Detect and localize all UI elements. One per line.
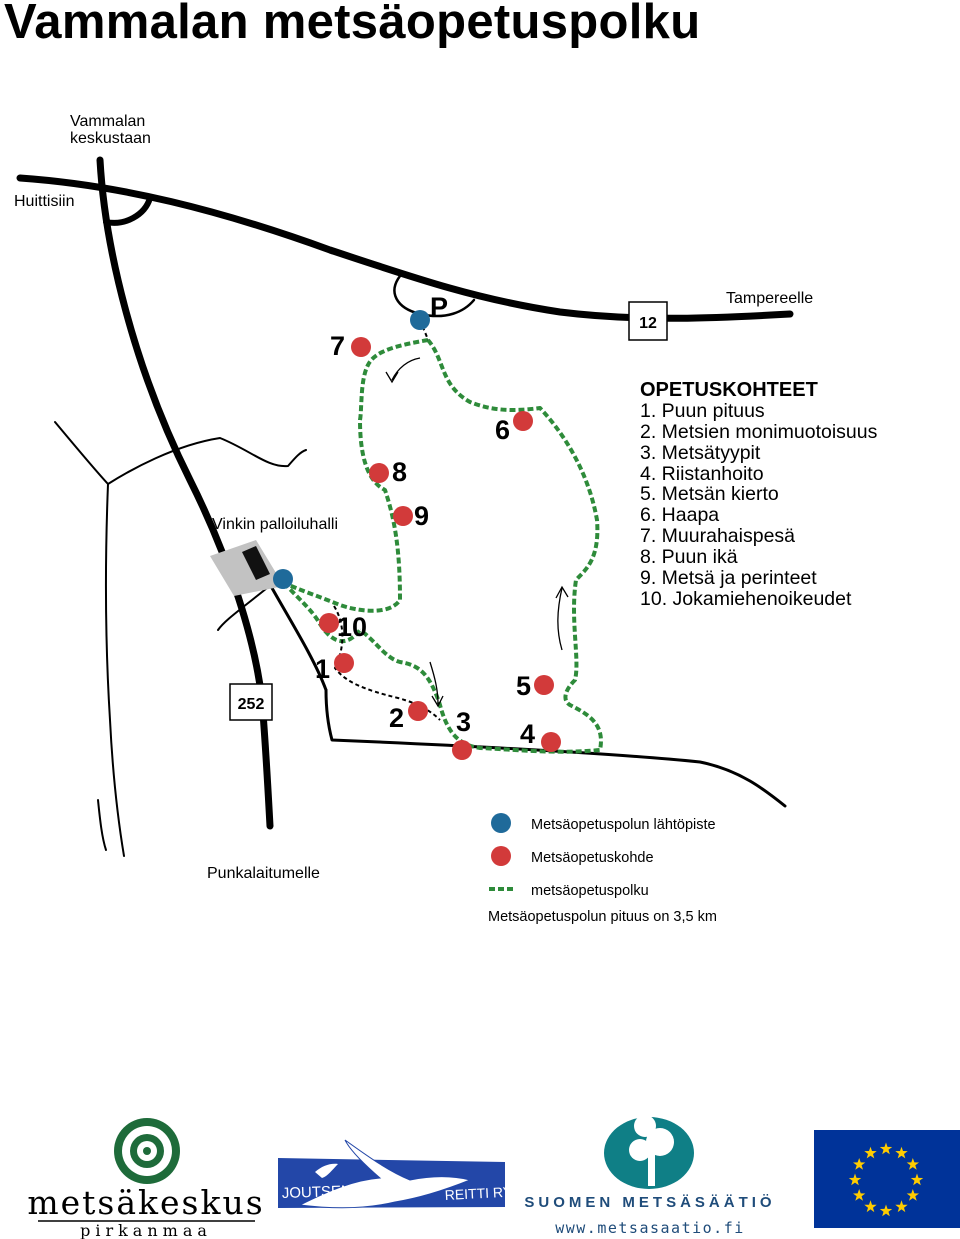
local-road-diagonal [270, 586, 328, 692]
eu-star-icon [895, 1200, 908, 1213]
eu-star-icon [906, 1158, 919, 1170]
arrow-icon [385, 371, 399, 384]
legend-item: 6. Haapa [640, 504, 719, 526]
eu-star-icon [853, 1158, 866, 1170]
svg-text:12: 12 [639, 315, 657, 332]
stop-5-marker[interactable] [534, 675, 554, 695]
metsakeskus-name: metsäkeskus [27, 1183, 264, 1222]
legend-item: 5. Metsän kierto [640, 483, 779, 505]
stop-9-number: 9 [414, 501, 429, 531]
eu-flag-icon [814, 1130, 960, 1228]
main-road-252 [96, 156, 274, 830]
small-road-mid [217, 583, 273, 631]
eu-star-icon [879, 1204, 893, 1217]
stop-4-marker[interactable] [541, 732, 561, 752]
road-sign-252: 252 [229, 683, 273, 721]
trail-west-loop [283, 338, 429, 613]
eu-star-icon [848, 1173, 862, 1186]
legend-item: 2. Metsien monimuotoisuus [640, 421, 878, 443]
stop-numbers: 1 2 3 4 5 6 7 8 9 10 [315, 331, 535, 749]
arrow-icon [557, 587, 563, 651]
metsakeskus-sub: pirkanmaa [80, 1221, 212, 1239]
key-length-note: Metsäopetuspolun pituus on 3,5 km [488, 909, 717, 925]
stop-2-marker[interactable] [408, 701, 428, 721]
stop-7-number: 7 [330, 331, 345, 361]
legend-item: 9. Metsä ja perinteet [640, 567, 817, 589]
label-vammalan-line1: Vammalan [70, 113, 145, 130]
eu-star-icon [864, 1200, 877, 1213]
key-start-icon [491, 813, 511, 833]
legend-item: 1. Puun pituus [640, 400, 765, 422]
stop-legend: OPETUSKOHTEET 1. Puun pituus 2. Metsien … [640, 379, 878, 610]
sports-hall [210, 540, 284, 596]
metsasaatio-name: SUOMEN METSÄSÄÄTIÖ [524, 1194, 775, 1211]
stop-1-marker[interactable] [334, 653, 354, 673]
legend-item: 3. Metsätyypit [640, 442, 761, 464]
legend-item: 7. Muurahaispesä [640, 525, 795, 547]
start-point-parking[interactable] [410, 310, 430, 330]
metsakeskus-logo: metsäkeskus pirkanmaa [27, 1118, 264, 1239]
arrow-icon [555, 585, 569, 599]
small-road-south [97, 799, 107, 851]
stop-2-number: 2 [389, 703, 404, 733]
arrow-icon [431, 695, 444, 708]
map-key: Metsäopetuspolun lähtöpiste Metsäopetusk… [488, 813, 717, 925]
trail [282, 338, 603, 754]
label-vammalan-line2: keskustaan [70, 130, 151, 147]
stop-10-number: 10 [337, 612, 367, 642]
arrow-icon [391, 357, 421, 381]
stops [319, 337, 561, 760]
page-title: Vammalan metsäopetuspolku [4, 0, 701, 49]
eu-star-icon [879, 1142, 893, 1155]
label-huittisiin: Huittisiin [14, 193, 74, 210]
legend-title: OPETUSKOHTEET [640, 379, 818, 401]
junction-ramp [103, 195, 153, 226]
stop-7-marker[interactable] [351, 337, 371, 357]
start-point-hall[interactable] [273, 569, 293, 589]
label-tampereelle: Tampereelle [726, 290, 813, 307]
joutsenten-right: REITTI RY [444, 1183, 513, 1203]
key-stop-icon [491, 846, 511, 866]
key-trail-label: metsäopetuspolku [531, 883, 649, 899]
stop-9-marker[interactable] [393, 506, 413, 526]
legend-item: 10. Jokamiehenoikeudet [640, 588, 852, 610]
start-points [273, 310, 430, 589]
joutsenten-logo: JOUTSENTEN REITTI RY [278, 1139, 513, 1209]
stop-3-number: 3 [456, 707, 471, 737]
eu-star-icon [910, 1173, 924, 1186]
trail-east-loop [358, 338, 603, 754]
swan-icon [315, 1163, 338, 1178]
legend-item: 8. Puun ikä [640, 546, 738, 568]
key-stop-label: Metsäopetuskohde [531, 850, 654, 866]
key-start-label: Metsäopetuspolun lähtöpiste [531, 817, 716, 833]
eu-star-icon [895, 1146, 908, 1159]
arrow-icon [429, 661, 439, 705]
eu-star-icon [864, 1146, 877, 1159]
label-punkalaitumelle: Punkalaitumelle [207, 865, 320, 882]
stop-1-number: 1 [315, 654, 330, 684]
small-road-west [54, 421, 307, 485]
stop-3-marker[interactable] [452, 740, 472, 760]
stop-8-number: 8 [392, 457, 407, 487]
stop-6-marker[interactable] [513, 411, 533, 431]
stop-6-number: 6 [495, 415, 510, 445]
joutsenten-left: JOUTSENTEN [282, 1182, 383, 1202]
stop-10-marker[interactable] [319, 613, 339, 633]
main-road-12 [16, 174, 794, 322]
stop-4-number: 4 [520, 719, 535, 749]
stop-8-marker[interactable] [369, 463, 389, 483]
small-road-west-down [104, 483, 125, 857]
svg-text:252: 252 [238, 696, 265, 713]
metsasaatio-logo: SUOMEN METSÄSÄÄTIÖ www.metsasaatio.fi [524, 1115, 775, 1237]
stop-5-number: 5 [516, 671, 531, 701]
metsasaatio-url: www.metsasaatio.fi [555, 1219, 745, 1237]
label-parking: P [430, 292, 448, 322]
eu-star-icon [853, 1189, 866, 1201]
legend-item: 4. Riistanhoito [640, 463, 764, 485]
road-sign-12: 12 [628, 301, 668, 341]
direction-arrows [385, 357, 569, 708]
eu-star-icon [906, 1189, 919, 1201]
label-vinkin: Vinkin palloiluhalli [212, 516, 338, 533]
